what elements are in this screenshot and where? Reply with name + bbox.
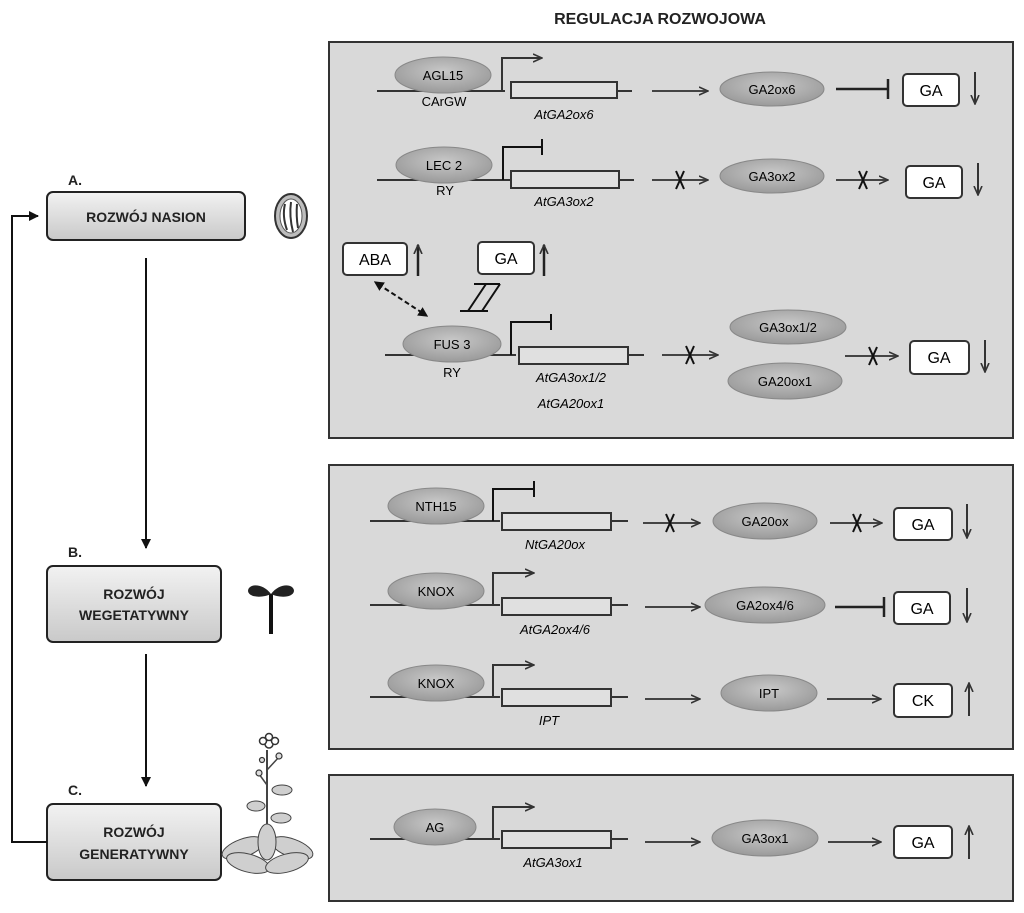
gene-box [501,597,612,616]
stage-b-letter: B. [68,544,82,560]
gene-label: AtGA2ox4/6 [519,622,591,637]
promoter-arrow [492,807,534,839]
enzyme-label-2: GA20ox1 [758,374,812,389]
promoter-blocked [492,488,534,521]
site-label: CArGW [422,94,468,109]
gene-label: AtGA2ox6 [533,107,594,122]
stage-b-box [46,565,222,643]
promoter-arrow [501,58,542,91]
tf-label: AG [426,820,445,835]
tf-ellipse [394,56,492,94]
panel1-row1: AGL15 CArGW AtGA2ox6 GA2ox6 GA [377,57,975,122]
hormone-label: GA [911,835,934,852]
stage-a-box [46,191,246,241]
seed-icon [274,193,308,239]
promoter-arrow [492,665,534,697]
hormone-label: GA [919,83,942,100]
site-label: RY [443,365,461,380]
enzyme-label: GA2ox4/6 [736,598,794,613]
panel1-row2: LEC 2 RY AtGA3ox2 GA3ox2 GA [377,139,978,209]
gene-box [510,81,618,99]
stage-a-label: ROZWÓJ NASION [86,208,206,225]
stage-b-label-line2: WEGETATYWNY [79,607,190,623]
gene-label: IPT [539,713,560,728]
stage-c-label-line1: ROZWÓJ [103,823,164,840]
flowering-plant-icon [221,732,314,874]
ga-box [477,241,535,275]
gene-box [518,346,629,365]
promoter-arrow [492,573,534,605]
tf-label: FUS 3 [434,337,471,352]
block-x-icon [675,170,685,190]
enzyme-label-1: GA3ox1/2 [759,320,817,335]
hormone-label: GA [910,601,933,618]
block-x-icon [852,513,862,533]
hormone-box [893,825,953,859]
gene-box [501,830,612,849]
panel-seed [328,41,1014,439]
hormone-label: GA [922,175,945,192]
block-x-icon [858,170,868,190]
enzyme-label: GA2ox6 [749,82,796,97]
hormone-label: CK [912,693,935,710]
gene-box [501,512,612,531]
gene-label: AtGA3ox1 [522,855,582,870]
panel2-row3: KNOX IPT IPT CK [370,665,969,728]
seedling-icon [248,585,294,634]
stage-a-letter: A. [68,172,82,188]
stage-c-box [46,803,222,881]
hormone-box [893,683,953,718]
hormone-box [893,507,953,541]
gene-label: NtGA20ox [525,537,585,552]
gene-box [501,688,612,707]
page-title: REGULACJA ROZWOJOWA [554,11,766,28]
stage-c-letter: C. [68,782,82,798]
tf-label: NTH15 [415,499,456,514]
promoter-blocked [510,321,551,355]
panel2-row2: KNOX AtGA2ox4/6 GA2ox4/6 GA [370,573,967,637]
enzyme-label: GA3ox1 [742,831,789,846]
stage-c-label-line2: GENERATYWNY [79,846,189,862]
panel3-row1: AG AtGA3ox1 GA3ox1 GA [370,807,969,870]
stage-b-label-line1: ROZWÓJ [103,585,164,602]
panel1-row3: ABA GA FUS 3 RY AtGA3ox1/2 AtGA20ox1 GA3… [342,241,985,411]
hormone-box [905,165,963,199]
antagonism-mark [467,283,487,312]
gene-box [510,170,620,189]
tf-label: KNOX [418,676,455,691]
hormone-label: GA [911,517,934,534]
aba-box [342,242,408,276]
panel2-row1: NTH15 NtGA20ox GA20ox GA [370,481,967,552]
tf-label: AGL15 [423,68,463,83]
cycle-return-arrow [11,211,47,843]
gene-label-1: AtGA3ox1/2 [535,370,607,385]
hormone-label: GA [927,350,950,367]
aba-label: ABA [359,252,391,269]
tf-label: LEC 2 [426,158,462,173]
block-x-icon [868,346,878,366]
enzyme-ellipse [719,71,825,107]
ga-label: GA [494,251,517,268]
hormone-box [909,340,970,375]
enzyme-label: GA20ox [742,514,789,529]
tf-label: KNOX [418,584,455,599]
site-label: RY [436,183,454,198]
enzyme-label: IPT [759,686,779,701]
block-x-icon [665,513,675,533]
hormone-box [902,73,960,107]
block-x-icon [685,345,695,365]
gene-label-2: AtGA20ox1 [537,396,605,411]
hormone-box [893,591,951,625]
dashed-interaction-arrow [373,281,429,317]
gene-label: AtGA3ox2 [533,194,594,209]
enzyme-label: GA3ox2 [749,169,796,184]
promoter-blocked [502,146,542,180]
